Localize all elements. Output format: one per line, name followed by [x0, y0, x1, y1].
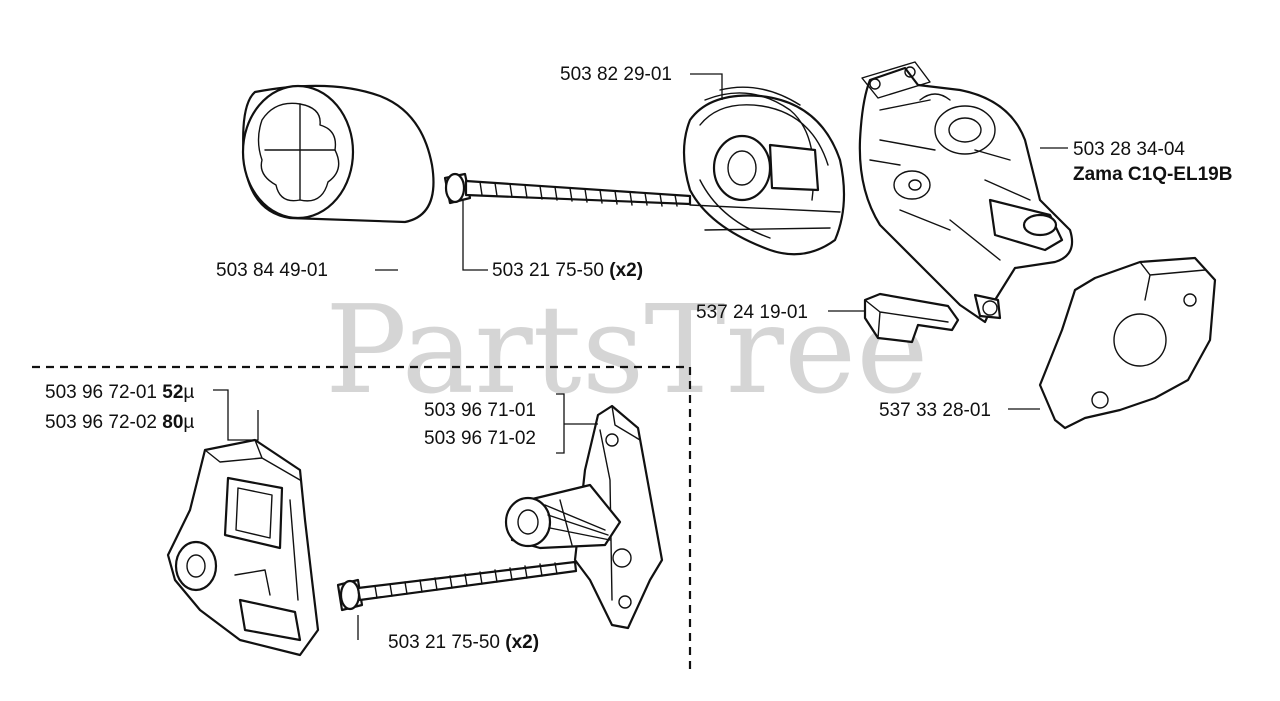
label-holder-02: 503 96 71-02 — [424, 428, 536, 449]
label-filter-52: 503 96 72-01 52µ — [45, 382, 194, 403]
label-cover: 503 82 29-01 — [560, 64, 672, 85]
spacer-block[interactable] — [863, 292, 960, 344]
watermark: PartsTree — [325, 279, 928, 421]
screw-lower[interactable] — [336, 560, 578, 612]
edge-mask — [1250, 160, 1280, 190]
carburetor-cover[interactable] — [682, 86, 846, 256]
label-gasket: 537 33 28-01 — [879, 400, 991, 421]
filter-housing[interactable] — [166, 438, 320, 657]
leader-lines — [213, 73, 1068, 640]
foam-filter[interactable] — [241, 84, 435, 224]
screw-upper[interactable] — [443, 172, 692, 207]
label-screw-lower: 503 21 75-50 (x2) — [388, 632, 539, 653]
label-foam-filter: 503 84 49-01 — [216, 260, 328, 281]
label-carburetor-number: 503 28 34-04 — [1073, 139, 1185, 160]
label-filter-80: 503 96 72-02 80µ — [45, 412, 194, 433]
kit-separator — [32, 365, 692, 670]
carburetor[interactable] — [858, 61, 1074, 324]
gasket[interactable] — [1038, 256, 1217, 430]
label-carburetor-model: Zama C1Q-EL19B — [1073, 164, 1232, 185]
label-spacer-block: 537 24 19-01 — [696, 302, 808, 323]
filter-holder[interactable] — [504, 404, 664, 630]
label-screw-upper: 503 21 75-50 (x2) — [492, 260, 643, 281]
label-holder-01: 503 96 71-01 — [424, 400, 536, 421]
